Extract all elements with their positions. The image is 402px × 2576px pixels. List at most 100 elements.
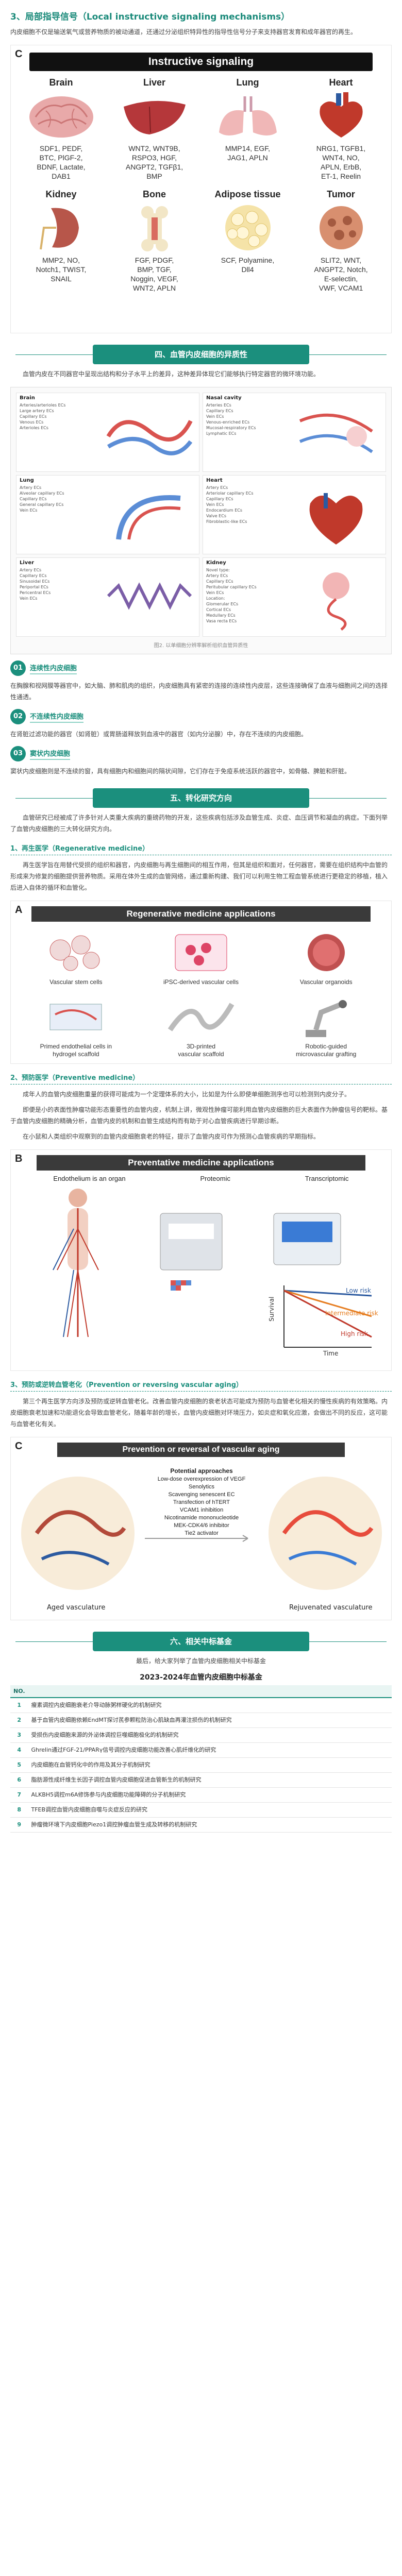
organ-name: Heart — [329, 77, 353, 88]
section-intro: 内皮细胞不仅是输送氧气或营养物质的被动通道，还通过分泌组织特异性的指导性信号分子… — [10, 28, 357, 36]
item-number: 01 — [10, 660, 26, 676]
row-no: 1 — [10, 1698, 28, 1713]
panel-letter: C — [15, 48, 23, 60]
panel-label: Transcriptomic — [305, 1175, 349, 1182]
x-axis-label: Time — [323, 1350, 338, 1357]
aged-label: Aged vasculature — [47, 1604, 105, 1612]
approaches-box: Potential approaches Low-dose overexpres… — [150, 1467, 253, 1537]
endothelial-types: 01 连续性内皮细胞 在胸腺和视网膜等器官中，如大脑、肺和肌肉的组织，内皮细胞具… — [10, 660, 392, 777]
regen-item: Vascular organoids — [266, 927, 386, 986]
figure-caption: 图2. 以单细胞分辨率解析组织血管异质性 — [154, 643, 248, 649]
panel-title: Prevention or reversal of vascular aging — [57, 1443, 345, 1457]
fig-cell-label: Brain — [20, 395, 35, 401]
y-axis-label: Survival — [268, 1297, 275, 1321]
scaffold-icon — [141, 991, 261, 1043]
heatmap-icon — [171, 1280, 191, 1291]
bone-icon — [110, 200, 198, 256]
item-number: 03 — [10, 746, 26, 761]
regen-caption: Robotic-guided microvascular grafting — [295, 1043, 357, 1058]
organ-factors: SCF, Polyamine, Dll4 — [221, 256, 275, 274]
regen-caption: Vascular organoids — [299, 978, 353, 986]
fig-cell-brain: Brain Arteries/arterioles ECs Large arte… — [16, 393, 199, 472]
row-no: 6 — [10, 1772, 28, 1788]
organ-factors: SLIT2, WNT, ANGPT2, Notch, E-selectin, V… — [314, 256, 368, 292]
organ-adipose: Adipose tissue SCF, Polyamine, Dll4 — [204, 189, 292, 293]
organ-factors: SDF1, PEDF, BTC, PlGF-2, BDNF, Lactate, … — [37, 144, 86, 180]
ipsc-cells-icon — [141, 927, 261, 978]
approaches-list: Low-dose overexpression of VEGF Senolyti… — [157, 1476, 246, 1536]
fig-cell-lung: Lung Artery ECs Alveolar capillary ECs C… — [16, 475, 199, 554]
rejuvenated-label: Rejuvenated vasculature — [289, 1604, 372, 1612]
survival-graph: Low risk Intermediate risk High risk Sur… — [268, 1285, 378, 1357]
organ-tumor: Tumor SLIT2, WNT, ANGPT2, Notch, E-selec… — [297, 189, 385, 293]
organ-heart: Heart NRG1, TGFB1, WNT4, NO, APLN, ErbB,… — [297, 77, 385, 181]
panel-label: Endothelium is an organ — [53, 1175, 126, 1182]
row-no: 9 — [10, 1817, 28, 1833]
table-title: 2023-2024年血管内皮细胞中标基金 — [140, 1673, 262, 1682]
row-project: 瘦素调控内皮细胞衰老介导动脉粥样硬化的机制研究 — [28, 1698, 392, 1713]
prevent-text: 即便是小的表面性肿瘤功能形态重要性的血管内皮，机制上讲，微观性肿瘤可能利用血管内… — [10, 1106, 388, 1125]
regen-item: 3D-printed vascular scaffold — [141, 991, 261, 1058]
column-header-project — [28, 1685, 392, 1698]
prevent-text: 在小鼠和人类组织中观察到的血管内皮细胞衰老的特征，提示了血管内皮可作为预测心血管… — [23, 1133, 320, 1140]
organ-lung: Lung MMP14, EGF, JAG1, APLN — [204, 77, 292, 181]
regen-caption: iPSC-derived vascular cells — [163, 978, 239, 986]
section-title: 3、局部指导信号（Local instructive signaling mec… — [10, 12, 290, 22]
organ-name: Brain — [49, 77, 73, 88]
reverse-figure: C Prevention or reversal of vascular agi… — [10, 1437, 392, 1620]
organ-name: Lung — [236, 77, 259, 88]
human-figure-icon — [53, 1189, 99, 1337]
fig-cell-heart: Heart Artery ECs Arteriolar capillary EC… — [203, 475, 386, 554]
item-text: 窦状内皮细胞则是不连续的窗，具有细胞内和细胞间的隔状间隙，它们存在于免疫系统活跃… — [10, 768, 351, 775]
reverse-heading: 3、预防或逆转血管老化（Prevention or reversing vasc… — [10, 1379, 392, 1392]
regen-caption: 3D-printed vascular scaffold — [178, 1043, 224, 1058]
item-number: 02 — [10, 709, 26, 724]
regen-item: Vascular stem cells — [16, 927, 136, 986]
regen-caption: Vascular stem cells — [49, 978, 103, 986]
regen-item: iPSC-derived vascular cells — [141, 927, 261, 986]
prevent-figure: B Preventative medicine applications End… — [10, 1149, 392, 1371]
regen-figure: A Regenerative medicine applications Vas… — [10, 901, 392, 1064]
regen-text: 再生医学旨在用替代受损的组织和器官，内皮细胞与再生细胞间的相互作用，但其是组织和… — [10, 861, 388, 891]
row-project: 肿瘤微环境下内皮细胞Piezo1调控肿瘤血管生成及转移的机制研究 — [28, 1817, 392, 1833]
fig-cell-kidney: Kidney Novel type: Artery ECs Capillary … — [203, 557, 386, 637]
heart-icon — [297, 88, 385, 144]
organ-name: Liver — [143, 77, 166, 88]
section-banner: 六、相关中标基金 — [15, 1632, 387, 1651]
organ-kidney: Kidney MMP2, NO, Notch1, TWIST, SNAIL — [17, 189, 105, 293]
organ-factors: WNT2, WNT9B, RSPO3, HGF, ANGPT2, TGFβ1, … — [125, 144, 183, 180]
section-intro: 最后，给大家列举了血管内皮细胞相关中标基金 — [136, 1657, 266, 1665]
brain-icon — [17, 88, 105, 144]
graph-label-high: High risk — [341, 1330, 368, 1337]
graph-label-low: Low risk — [346, 1287, 371, 1294]
fig-cell-label: Heart — [206, 478, 223, 483]
row-project: ALKBH5调控m6A修饰参与内皮细胞功能障碍的分子机制研究 — [28, 1787, 392, 1803]
section-banner: 五、转化研究方向 — [15, 788, 387, 808]
robot-arm-icon — [266, 991, 386, 1043]
fig-cell-label: Nasal cavity — [206, 395, 242, 401]
fig-cell-list: Arteries/arterioles ECs Large artery ECs… — [20, 403, 66, 430]
stem-cells-icon — [16, 927, 136, 978]
organ-brain: Brain SDF1, PEDF, BTC, PlGF-2, BDNF, Lac… — [17, 77, 105, 181]
approaches-title: Potential approaches — [170, 1467, 233, 1475]
prevent-illustration: Low risk Intermediate risk High risk Sur… — [53, 1189, 378, 1357]
regen-heading: 1、再生医学（Regenerative medicine） — [10, 843, 392, 855]
reverse-text: 第三个再生医学方向涉及预防或逆转血管老化。改善血管内皮细胞的衰老状态可能成为预防… — [10, 1398, 388, 1428]
row-project: 基于血管内皮细胞依赖EndMT探讨芪参颗粒防治心肌缺血再灌注损伤的机制研究 — [28, 1713, 392, 1728]
section-banner: 四、血管内皮细胞的异质性 — [15, 345, 387, 364]
panel-letter: C — [15, 1440, 23, 1452]
column-header-no: NO. — [10, 1685, 28, 1698]
fig-cell-list: Artery ECs Arteriolar capillary ECs Capi… — [206, 485, 254, 524]
row-project: 受损伤内皮细胞来源的外泌体调控巨噬细胞极化的机制研究 — [28, 1727, 392, 1743]
panel-letter: A — [15, 904, 23, 916]
organ-factors: MMP2, NO, Notch1, TWIST, SNAIL — [36, 256, 87, 283]
adipose-icon — [204, 200, 292, 256]
